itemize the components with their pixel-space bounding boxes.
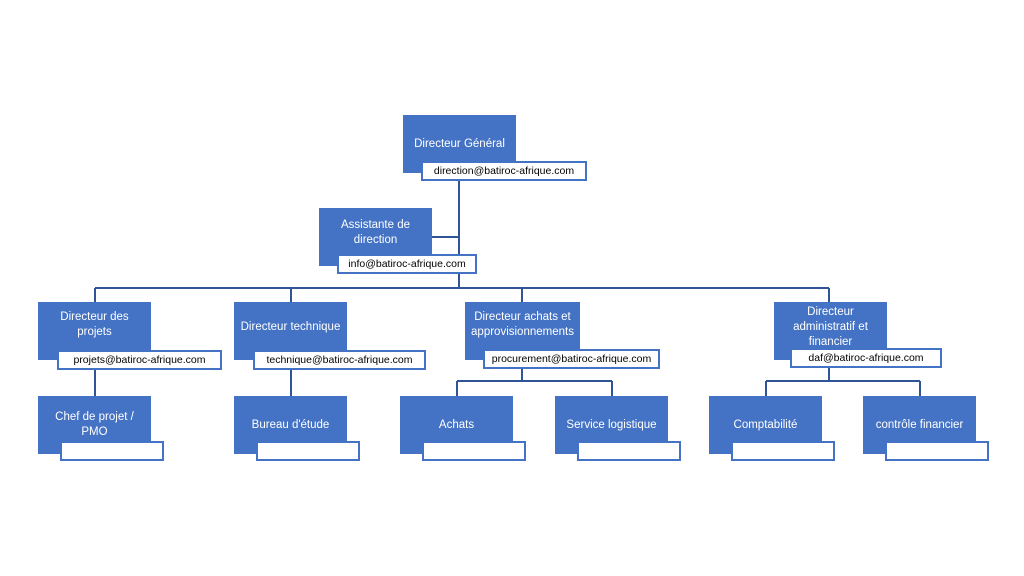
node-title: Service logistique [566, 418, 657, 431]
node-bureau-etude: Bureau d'étude [234, 396, 347, 454]
node-email-directeur-general: direction@batiroc-afrique.com [421, 161, 587, 181]
node-title: Directeur des projets [60, 311, 129, 338]
node-title: contrôle financier [875, 418, 964, 431]
node-title: Directeur technique [240, 321, 341, 333]
node-email-directeur-achats: procurement@batiroc-afrique.com [483, 349, 660, 369]
node-title: Directeur administratif et financier [793, 306, 868, 348]
node-email-directeur-projets: projets@batiroc-afrique.com [57, 350, 222, 370]
node-email-achats [422, 441, 526, 461]
node-email-daf: daf@batiroc-afrique.com [790, 348, 942, 368]
node-email-directeur-technique: technique@batiroc-afrique.com [253, 350, 426, 370]
node-email-comptabilite [731, 441, 835, 461]
node-email-assistante-direction: info@batiroc-afrique.com [337, 254, 477, 274]
node-title: Directeur Général [414, 137, 505, 150]
node-title: Comptabilité [733, 418, 798, 431]
node-email-controle-financier [885, 441, 989, 461]
node-email-service-logistique [577, 441, 681, 461]
node-title: Achats [438, 418, 475, 431]
node-title: Bureau d'étude [251, 418, 330, 431]
node-email-bureau-etude [256, 441, 360, 461]
node-email-chef-de-projet [60, 441, 164, 461]
node-title: Directeur achats et approvisionnements [471, 311, 574, 338]
node-title: Assistante de direction [340, 219, 411, 246]
node-title: Chef de projet / PMO [55, 411, 134, 438]
